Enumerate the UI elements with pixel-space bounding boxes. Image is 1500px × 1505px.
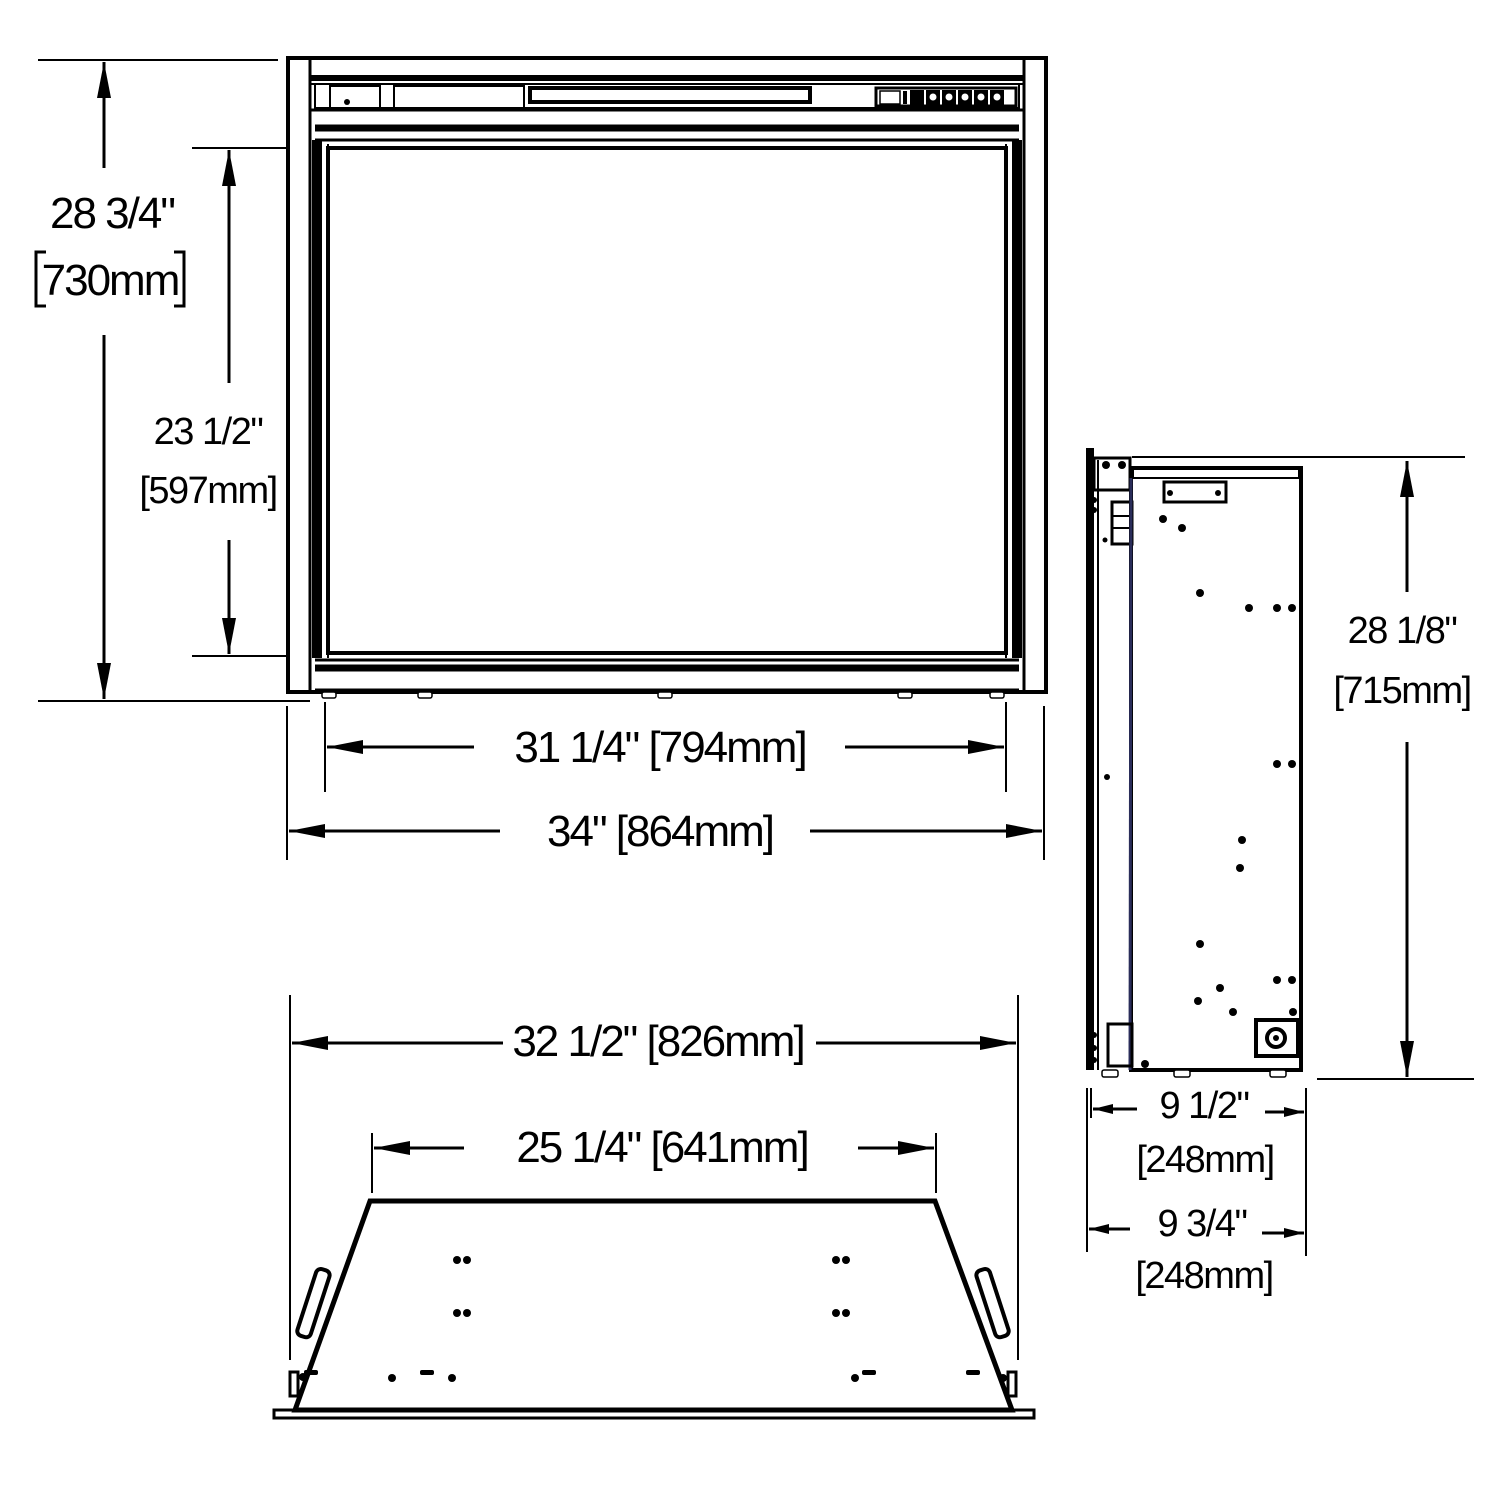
side-depth-body-metric: [248mm]: [1136, 1139, 1273, 1181]
front-view: [286, 56, 1048, 699]
front-flange: [272, 1408, 1036, 1420]
overall-width-label: 34" [864mm]: [547, 807, 773, 856]
dim-opening-width: 31 1/4" [794mm]: [324, 702, 1007, 792]
side-trim-plate: [1086, 448, 1094, 1070]
dim-overall-height: 28 3/4" 730mm: [34, 59, 310, 702]
outer-trim: [286, 56, 1048, 694]
firebox-top-outline: [291, 1198, 1016, 1413]
side-depth-overall-imperial: 9 3/4": [1157, 1203, 1246, 1245]
rear-width-label: 25 1/4" [641mm]: [516, 1123, 807, 1172]
power-icon[interactable]: [910, 90, 924, 105]
dim-side-height: 28 1/8" [715mm]: [1132, 456, 1474, 1080]
opening-height-metric: [597mm]: [139, 470, 276, 512]
dim-opening-height: 23 1/2" [597mm]: [139, 147, 288, 657]
dim-side-depth-overall: 9 3/4" [248mm]: [1086, 1088, 1304, 1297]
back-width-label: 32 1/2" [826mm]: [512, 1017, 803, 1066]
dim-side-depth-body: 9 1/2" [248mm]: [1090, 1085, 1307, 1256]
dim-overall-width: 34" [864mm]: [286, 706, 1045, 860]
side-height-metric: [715mm]: [1333, 670, 1470, 712]
feet: [321, 691, 1005, 699]
dim-back-width: 32 1/2" [826mm]: [289, 995, 1019, 1360]
overall-height-metric: 730mm: [42, 256, 179, 305]
opening-width-label: 31 1/4" [794mm]: [514, 723, 805, 772]
top-view: [272, 1198, 1036, 1420]
dim-rear-width: 25 1/4" [641mm]: [371, 1123, 937, 1193]
side-depth-body-imperial: 9 1/2": [1159, 1085, 1248, 1127]
control-panel: [874, 86, 1018, 108]
heater-vent: [528, 86, 812, 104]
side-height-imperial: 28 1/8": [1348, 610, 1457, 652]
glass-viewing-area: [326, 146, 1008, 655]
opening-height-imperial: 23 1/2": [154, 411, 263, 453]
side-depth-overall-metric: [248mm]: [1135, 1255, 1272, 1297]
control-strip: [314, 83, 1020, 109]
power-cord-port: [1254, 1018, 1300, 1058]
overall-height-imperial: 28 3/4": [50, 189, 174, 238]
side-view: [1086, 448, 1303, 1078]
